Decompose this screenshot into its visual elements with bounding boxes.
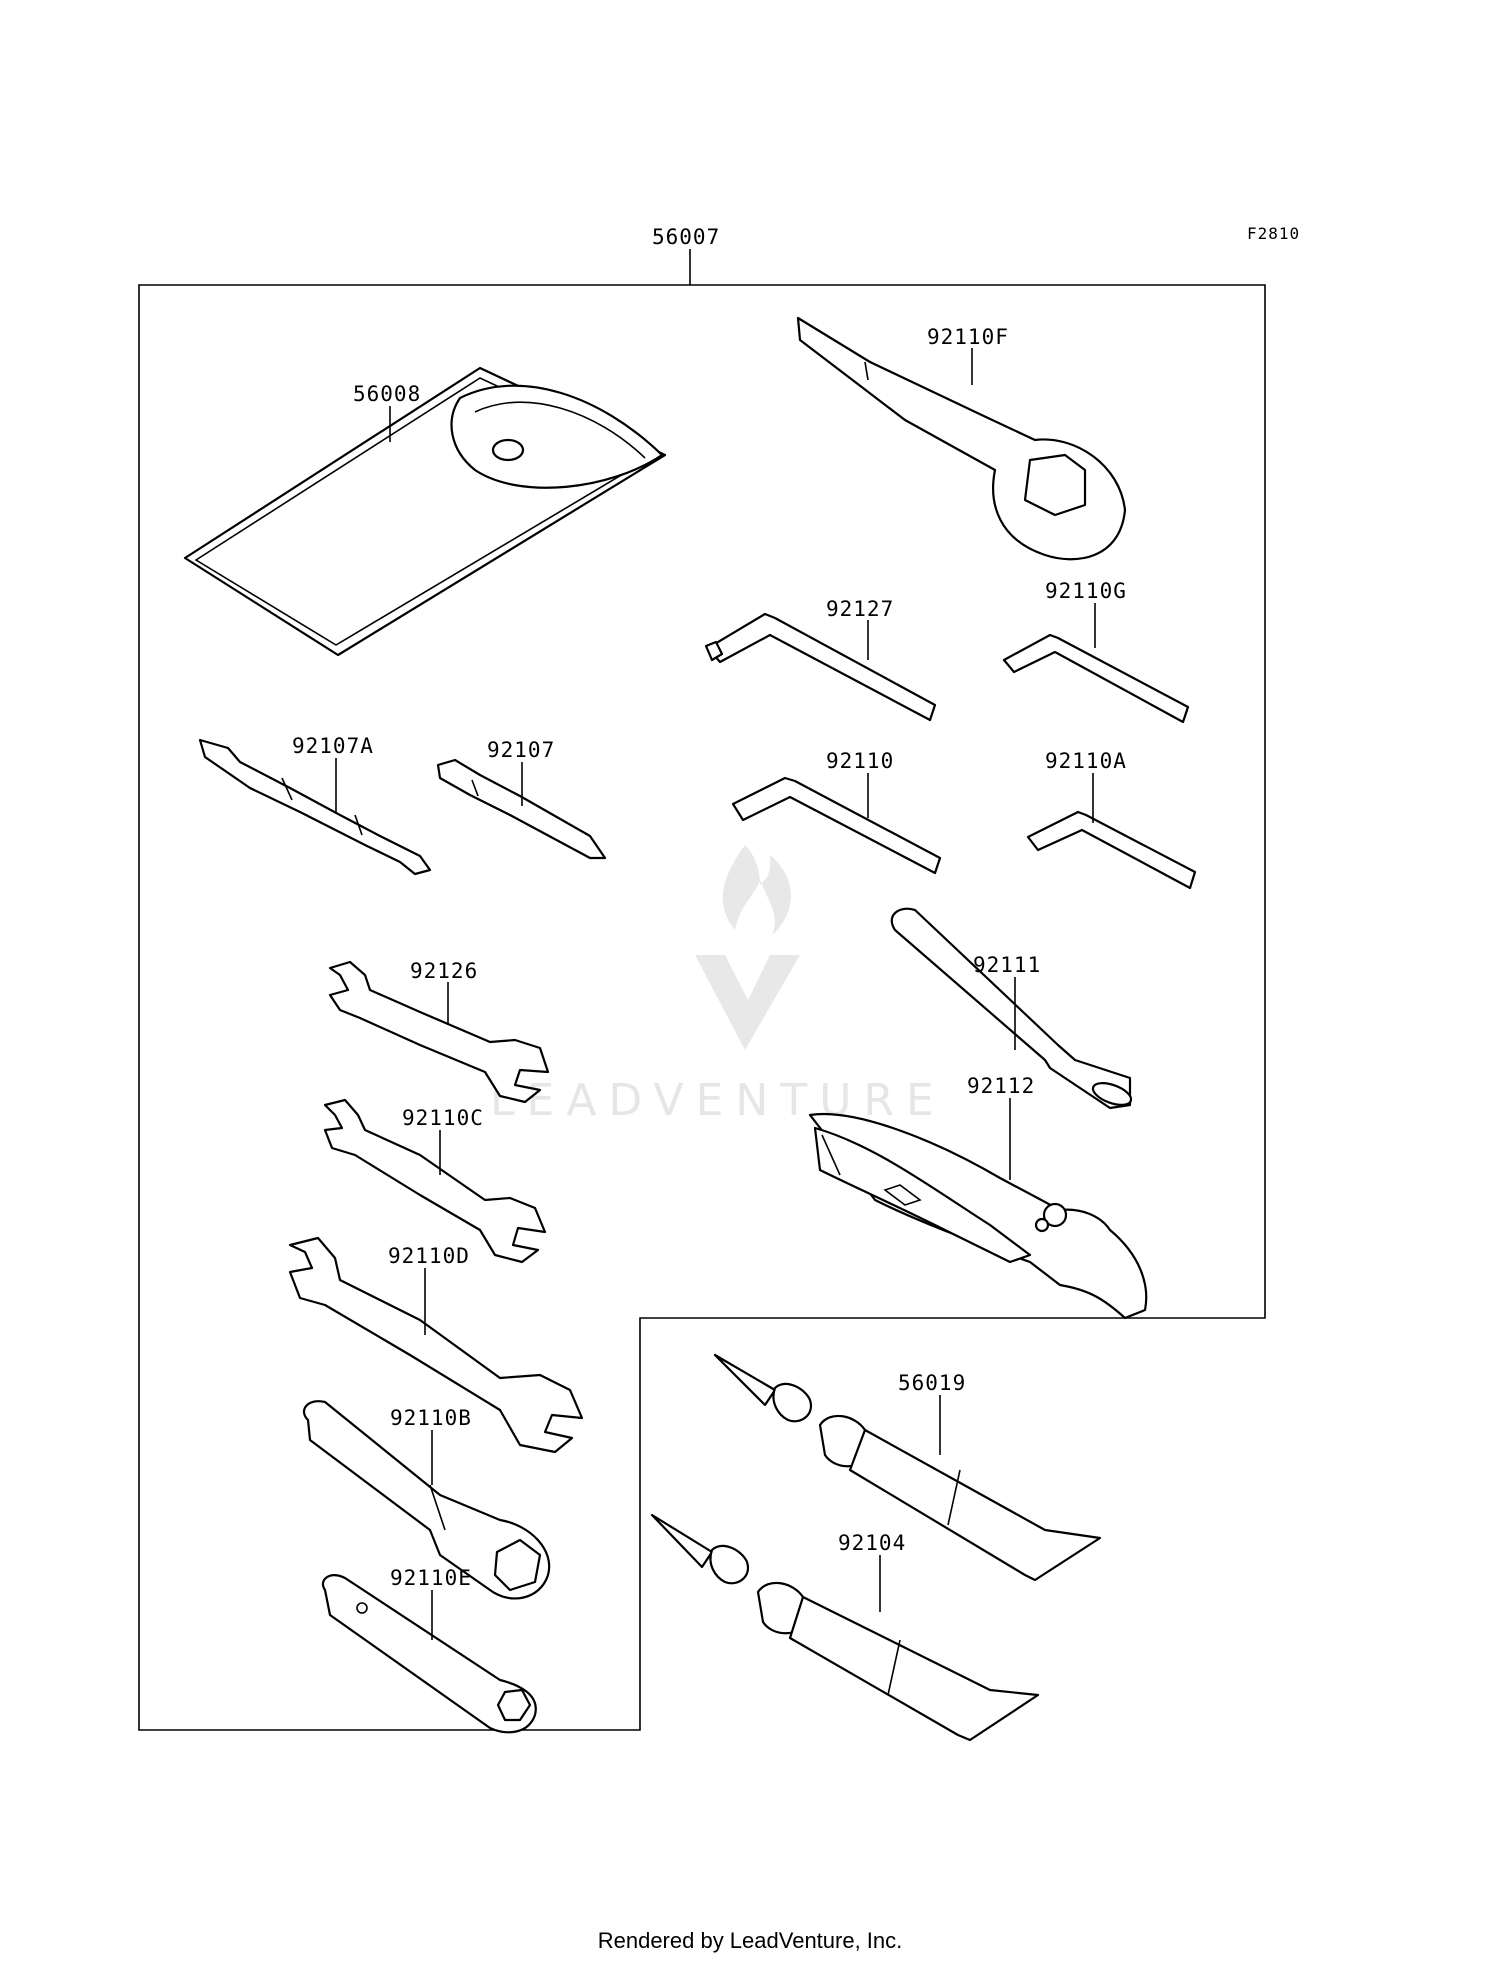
assembly-label: 56007 [652,225,720,249]
grease-tube-56019[interactable]: 56019 [713,1353,1102,1582]
part-label-92110: 92110 [826,749,894,773]
part-label-92110E: 92110E [390,1566,472,1590]
watermark-logo: LEADVENTURE [490,845,946,1126]
part-label-92107: 92107 [487,738,555,762]
screwdriver-bit-92107A[interactable]: 92107A [198,734,432,876]
part-label-92111: 92111 [973,953,1041,977]
part-label-56019: 56019 [898,1371,966,1395]
part-label-92110G: 92110G [1045,579,1127,603]
assembly-frame: 56007 [138,225,1266,1731]
handle-bar-92111[interactable]: 92111 [890,907,1134,1110]
figure-code: F2810 [1247,224,1300,243]
screwdriver-bit-92107[interactable]: 92107 [436,738,607,860]
part-label-92112: 92112 [967,1074,1035,1098]
part-label-92110C: 92110C [402,1106,484,1130]
hex-key-92110[interactable]: 92110 [731,749,942,875]
pliers-92112[interactable]: 92112 [808,1074,1148,1320]
part-label-92110A: 92110A [1045,749,1127,773]
socket-wrench-92110E[interactable]: 92110E [321,1566,537,1734]
socket-wrench-92110B[interactable]: 92110B [302,1400,551,1600]
box-wrench-92110F[interactable]: 92110F [796,316,1127,561]
hex-key-92110A[interactable]: 92110A [1026,749,1197,890]
part-label-92110F: 92110F [927,325,1009,349]
open-wrench-92110C[interactable]: 92110C [323,1098,547,1264]
part-label-92110D: 92110D [388,1244,470,1268]
footer-credit: Rendered by LeadVenture, Inc. [597,1928,903,1953]
part-label-92104: 92104 [838,1531,906,1555]
part-label-92127: 92127 [826,597,894,621]
part-label-92110B: 92110B [390,1406,472,1430]
part-label-56008: 56008 [353,382,421,406]
part-label-92107A: 92107A [292,734,374,758]
hex-key-92127[interactable]: 92127 [704,597,937,722]
grease-tube-92104[interactable]: 92104 [650,1513,1040,1742]
open-wrench-92126[interactable]: 92126 [328,959,550,1104]
hex-key-92110G[interactable]: 92110G [1002,579,1190,724]
open-wrench-92110D[interactable]: 92110D [288,1236,584,1454]
watermark-text: LEADVENTURE [490,1075,946,1126]
part-label-92126: 92126 [410,959,478,983]
tool-bag-56008[interactable]: 56008 [183,366,667,657]
